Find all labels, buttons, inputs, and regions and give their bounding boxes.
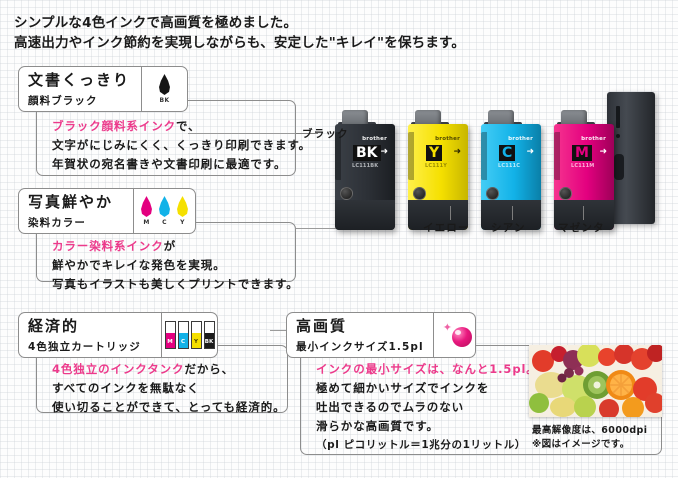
leader-line-black: [296, 133, 318, 134]
drop-label-y: Y: [180, 219, 185, 226]
feature-title-block-high-quality: 高画質 最小インクサイズ1.5pl: [287, 313, 433, 357]
body-highlight: インクの最小サイズは、なんと1.5pl。: [316, 362, 539, 376]
leader-line-yellow: [450, 206, 451, 220]
feature-title-economical: 経済的: [28, 317, 80, 335]
feature-body-high-quality: インクの最小サイズは、なんと1.5pl。 極めて細かいサイズでインクを 吐出でき…: [316, 360, 539, 455]
cartridge-c: brother C LC111C ➜: [481, 108, 547, 230]
page-title: シンプルな4色インクで高画質を極めました。 高速出力やインク節約を実現しながらも…: [14, 13, 654, 53]
body-highlight: 4色独立のインクタンク: [52, 362, 185, 376]
cartridge-char-m: M: [572, 145, 592, 161]
cartridge-model-m: LC111M: [571, 163, 595, 169]
body-line: インクの最小サイズは、なんと1.5pl。: [316, 360, 539, 379]
feature-title-block-vivid-photo: 写真鮮やか 染料カラー: [19, 189, 133, 233]
cartridge-model-bk: LC111BK: [352, 163, 379, 169]
body-line: 4色独立のインクタンクだから、: [52, 360, 286, 379]
mini-label-bk: BK: [204, 339, 214, 345]
cartridge-label-black: ブラック: [302, 128, 349, 140]
sparkle-icon: ✦: [442, 321, 452, 334]
fruit-photo-illustration: [529, 345, 662, 417]
cartridge-char-bk: BK: [353, 145, 381, 161]
feature-body-vivid-photo: カラー染料系インクが 鮮やかでキレイな発色を実現。 写真もイラストも美しくプリン…: [52, 237, 299, 294]
body-line: ブラック顔料系インクで、: [52, 117, 311, 136]
arrow-icon: ➜: [453, 147, 461, 157]
feature-box-vivid-photo: 写真鮮やか 染料カラー M C Y: [18, 188, 196, 234]
cartridge-char-y: Y: [426, 145, 443, 161]
feature-body-crisp-text: ブラック顔料系インクで、 文字がにじみにくく、くっきり印刷できます。 年賀状の宛…: [52, 117, 311, 174]
cartridge-brand-y: brother: [435, 136, 460, 142]
arrow-icon: ➜: [526, 147, 534, 157]
body-line: 極めて細かいサイズでインクを: [316, 381, 490, 395]
body-rest: で、: [176, 119, 201, 133]
feature-subtitle-economical: 4色独立カートリッジ: [28, 341, 141, 353]
arrow-icon: ➜: [380, 147, 388, 157]
photo-caption-line-2: ※図はイメージです。: [532, 439, 630, 450]
body-rest: が: [163, 239, 177, 253]
feature-subtitle-crisp-text: 顔料ブラック: [28, 95, 98, 107]
cartridge-brand-m: brother: [581, 136, 606, 142]
body-highlight: ブラック顔料系インク: [52, 119, 176, 133]
cartridge-m: brother M LC111M ➜: [554, 108, 620, 230]
feature-title-vivid-photo: 写真鮮やか: [28, 193, 114, 211]
feature-subtitle-vivid-photo: 染料カラー: [28, 217, 86, 229]
leader-line-cyan: [512, 206, 513, 220]
cartridge-brand-c: brother: [508, 136, 533, 142]
four-cartridges-icon: M C Y BK: [161, 313, 217, 357]
cartridge-label-yellow: イエロー: [423, 222, 470, 234]
cartridge-model-y: LC111Y: [425, 163, 448, 169]
feature-box-crisp-text: 文書くっきり 顔料ブラック BK: [18, 66, 188, 112]
cartridge-label-cyan: シアン: [491, 222, 526, 234]
feature-body-economical: 4色独立のインクタンクだから、 すべてのインクを無駄なく 使い切ることができて、…: [52, 360, 286, 417]
feature-title-block-economical: 経済的 4色独立カートリッジ: [19, 313, 161, 357]
black-ink-drop-icon: BK: [141, 67, 187, 111]
printer-housing: [607, 92, 655, 224]
cartridge-y: brother Y LC111Y ➜: [408, 108, 474, 230]
body-line: 使い切ることができて、とっても経済的。: [52, 400, 286, 414]
photo-caption: 最高解像度は、6000dpi ※図はイメージです。: [532, 424, 647, 452]
mini-label-c: C: [180, 339, 186, 345]
leader-line-magenta: [583, 206, 584, 220]
body-line: 年賀状の宛名書きや文書印刷に最適です。: [52, 157, 287, 171]
body-line: カラー染料系インクが: [52, 237, 299, 256]
fruit-sample-photo: [529, 345, 662, 417]
feature-title-crisp-text: 文書くっきり: [28, 71, 131, 89]
header-line-2: 高速出力やインク節約を実現しながらも、安定した"キレイ"を保ちます。: [14, 35, 466, 51]
drop-label-bk: BK: [159, 97, 170, 104]
cartridge-label-magenta: マゼンタ: [558, 222, 605, 234]
body-line: 滑らかな高画質です。: [316, 419, 439, 433]
drop-label-c: C: [162, 219, 167, 226]
body-line: すべてのインクを無駄なく: [52, 381, 200, 395]
feature-box-economical: 経済的 4色独立カートリッジ M C Y BK: [18, 312, 218, 358]
feature-subtitle-high-quality: 最小インクサイズ1.5pl: [296, 341, 424, 353]
ink-droplet-sphere-icon: ✦: [432, 313, 483, 357]
body-line: 文字がにじみにくく、くっきり印刷できます。: [52, 138, 312, 152]
cartridge-char-c: C: [499, 145, 516, 161]
cartridge-model-c: LC111C: [498, 163, 521, 169]
connector-line-feature1: [188, 133, 296, 134]
feature-box-high-quality: 高画質 最小インクサイズ1.5pl ✦: [286, 312, 476, 358]
feature-title-high-quality: 高画質: [296, 317, 348, 335]
header-line-1: シンプルな4色インクで高画質を極めました。: [14, 15, 298, 31]
arrow-icon: ➜: [599, 147, 607, 157]
cartridge-photo-group: brother BK LC111BK ➜ brother Y LC111Y ➜: [335, 80, 655, 230]
body-rest: だから、: [184, 362, 235, 376]
drop-label-m: M: [143, 219, 150, 226]
body-line: 吐出できるのでムラのない: [316, 400, 464, 414]
photo-caption-line-1: 最高解像度は、6000dpi: [532, 425, 648, 436]
cartridge-bk: brother BK LC111BK ➜: [335, 108, 401, 230]
cmy-ink-drops-icon: M C Y: [133, 189, 195, 233]
mini-label-y: Y: [194, 339, 198, 345]
connector-line-feature3: [270, 330, 298, 331]
body-line: 鮮やかでキレイな発色を実現。: [52, 258, 226, 272]
body-line: 写真もイラストも美しくプリントできます。: [52, 277, 299, 291]
body-highlight: カラー染料系インク: [52, 239, 164, 253]
body-note-picoliter: （pl ピコリットル＝1兆分の1リットル）: [316, 439, 526, 451]
cartridge-brand-bk: brother: [362, 136, 387, 142]
mini-label-m: M: [167, 339, 173, 345]
feature-title-block-crisp-text: 文書くっきり 顔料ブラック: [19, 67, 141, 111]
